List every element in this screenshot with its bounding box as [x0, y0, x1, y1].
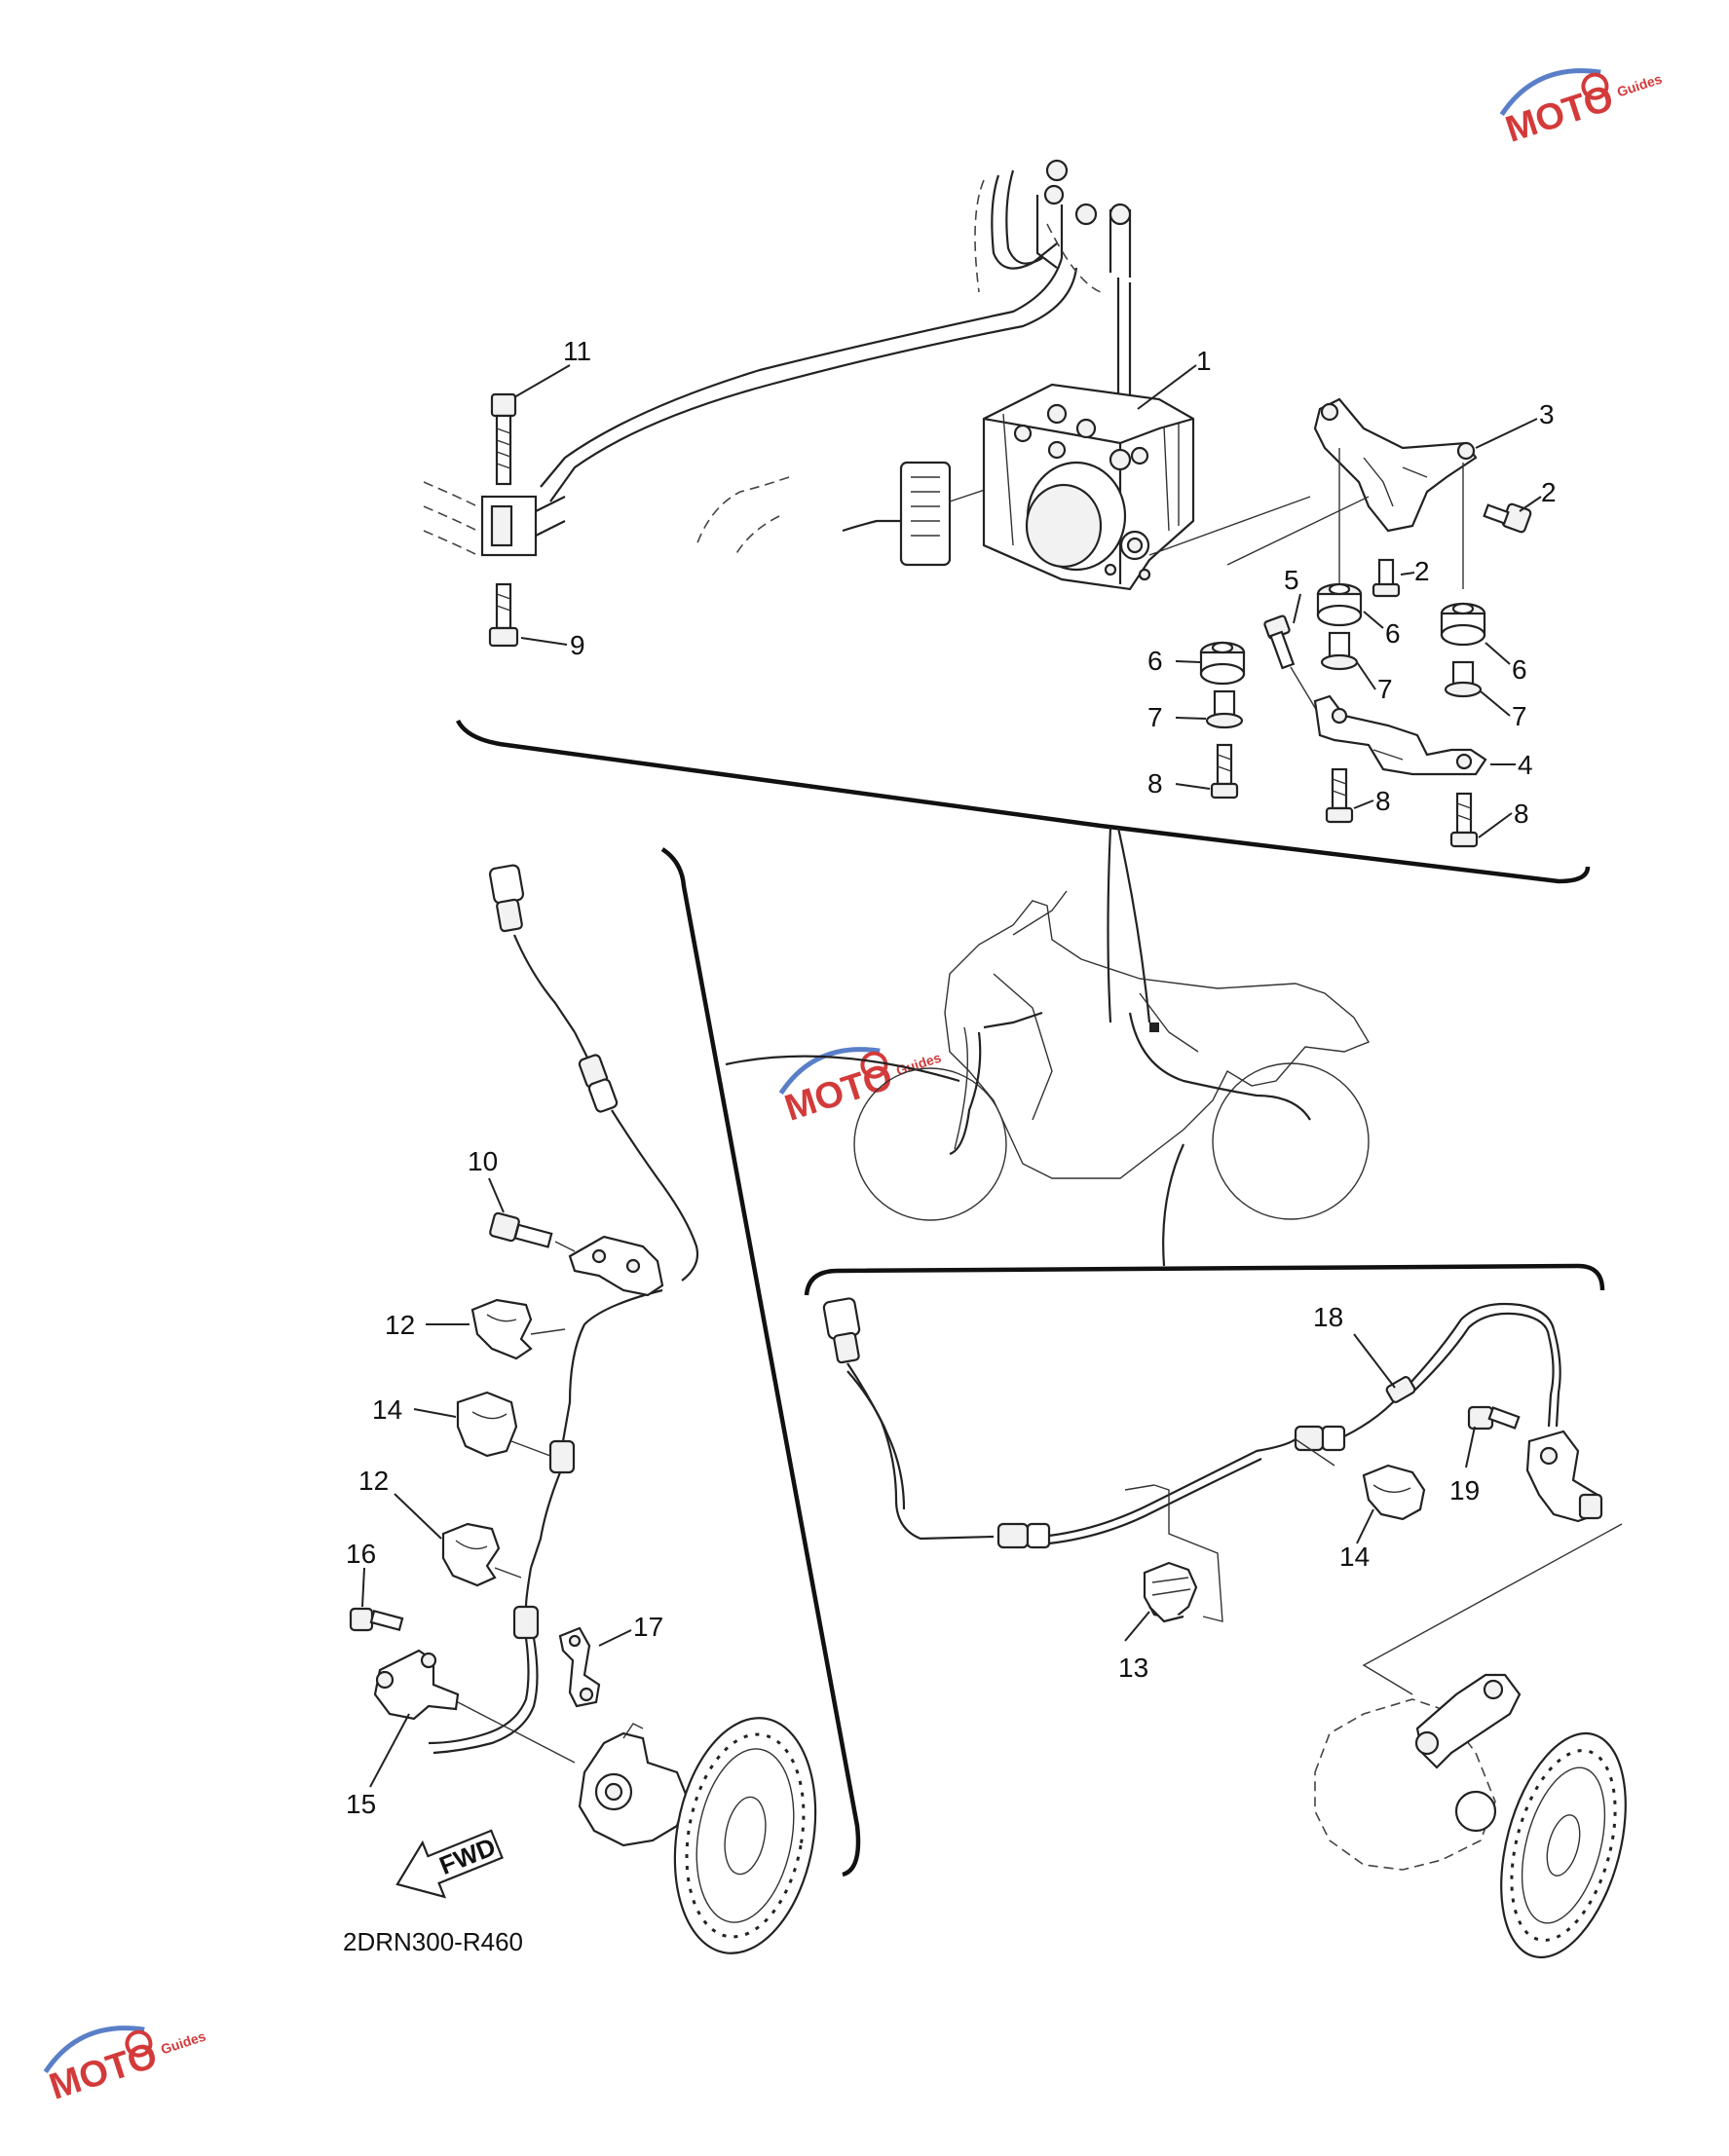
collar-7-center — [1320, 631, 1359, 671]
clip-14-right — [1362, 1464, 1426, 1521]
right-section-frame — [804, 1263, 1605, 1296]
fwd-arrow: FWD — [395, 1829, 504, 1899]
bolt-8-left — [1210, 743, 1239, 799]
bolt-16 — [349, 1607, 404, 1632]
callout-4: 4 — [1518, 750, 1533, 780]
callout-16: 16 — [346, 1539, 376, 1569]
callout-14b: 14 — [1339, 1542, 1370, 1572]
rear-wheel-sensor-lead — [822, 1297, 1561, 1549]
callout-6c: 6 — [1512, 654, 1527, 685]
rear-caliper — [1314, 1673, 1522, 1871]
bolt-11 — [490, 392, 517, 486]
callout-14a: 14 — [372, 1394, 402, 1425]
fwd-label: FWD — [435, 1832, 500, 1880]
bolt-9 — [488, 582, 519, 648]
connector-right — [1162, 1143, 1185, 1267]
watermark-sub: Guides — [159, 2027, 207, 2057]
collar-7-left — [1205, 689, 1244, 729]
diagram-code: 2DRN300-R460 — [343, 1927, 523, 1956]
callout-12b: 12 — [358, 1466, 389, 1496]
callout-10: 10 — [468, 1146, 498, 1176]
bolt-2-center — [1372, 558, 1401, 598]
callout-3: 3 — [1539, 399, 1555, 429]
callout-8c: 8 — [1514, 799, 1529, 829]
rear-brake-disc — [1500, 1731, 1627, 1959]
callout-5: 5 — [1284, 565, 1299, 595]
rear-wheel-sensor-18 — [1525, 1430, 1603, 1523]
callout-13: 13 — [1118, 1653, 1148, 1683]
callout-2b: 2 — [1414, 556, 1430, 586]
callout-19: 19 — [1449, 1475, 1480, 1505]
connector-top-2 — [1116, 827, 1151, 1023]
callout-6b: 6 — [1385, 618, 1401, 649]
bolt-5 — [1263, 614, 1321, 717]
callout-1: 1 — [1196, 346, 1212, 376]
front-caliper — [578, 1723, 689, 1847]
holder-13 — [1143, 1561, 1198, 1623]
clip-14-left — [456, 1391, 551, 1458]
callout-9: 9 — [570, 630, 585, 660]
front-wheel-sensor-lead — [428, 864, 699, 1755]
rear-link-dash — [1362, 1523, 1623, 1695]
watermark-top-right: MOTO Guides — [1499, 68, 1664, 151]
callout-12a: 12 — [385, 1310, 415, 1340]
bolt-19 — [1467, 1405, 1521, 1431]
left-section-frame — [660, 847, 861, 1877]
sensor-lead-bracket — [568, 1235, 664, 1297]
clamp-12-lower — [441, 1522, 522, 1587]
abs-harness-connector — [695, 461, 995, 567]
grommet-6-center — [1316, 582, 1363, 627]
brake-pipe-joint — [423, 481, 566, 557]
front-brake-disc — [673, 1717, 817, 1954]
callout-17: 17 — [633, 1612, 663, 1642]
grommet-6-right — [1440, 602, 1486, 647]
callout-leaders — [361, 364, 1542, 1788]
collar-7-right — [1444, 660, 1483, 698]
bracket-4 — [1313, 694, 1487, 776]
callout-8a: 8 — [1147, 768, 1163, 799]
grommet-6-left — [1199, 641, 1246, 686]
stay-17 — [558, 1626, 601, 1708]
motorcycle-outline — [853, 890, 1371, 1221]
bolt-2-right — [1483, 502, 1532, 534]
watermark-brand: MOTO — [45, 2035, 163, 2108]
watermark-bottom-left: MOTO Guides — [43, 2026, 207, 2108]
callout-15: 15 — [346, 1789, 376, 1819]
callout-6a: 6 — [1147, 646, 1163, 676]
callout-7c: 7 — [1512, 701, 1527, 731]
callout-8b: 8 — [1375, 786, 1391, 816]
front-wheel-sensor-15 — [373, 1649, 576, 1764]
bolt-8-center — [1325, 767, 1354, 824]
callout-numbers: 1 2 2 3 4 5 6 6 6 7 7 7 8 8 8 9 10 11 12… — [346, 336, 1557, 1819]
abs-hydraulic-unit — [982, 383, 1311, 591]
connector-top — [1107, 827, 1112, 1023]
connector-left — [725, 1055, 960, 1083]
bolt-8-right — [1449, 792, 1479, 848]
top-section-frame — [455, 719, 1591, 884]
watermark-brand: MOTO — [1501, 78, 1619, 151]
callout-7a: 7 — [1147, 702, 1163, 732]
bracket-3 — [1226, 397, 1478, 589]
callout-2a: 2 — [1541, 477, 1557, 507]
watermark-sub: Guides — [1615, 70, 1664, 99]
callout-18: 18 — [1313, 1302, 1343, 1332]
clamp-12-upper — [470, 1298, 566, 1360]
bolt-10 — [489, 1211, 576, 1252]
callout-7b: 7 — [1377, 674, 1393, 704]
brake-pipes — [540, 159, 1132, 502]
callout-11: 11 — [563, 336, 591, 366]
harness-mount-plate — [1124, 1484, 1223, 1622]
watermark-brand: MOTO — [780, 1057, 898, 1130]
